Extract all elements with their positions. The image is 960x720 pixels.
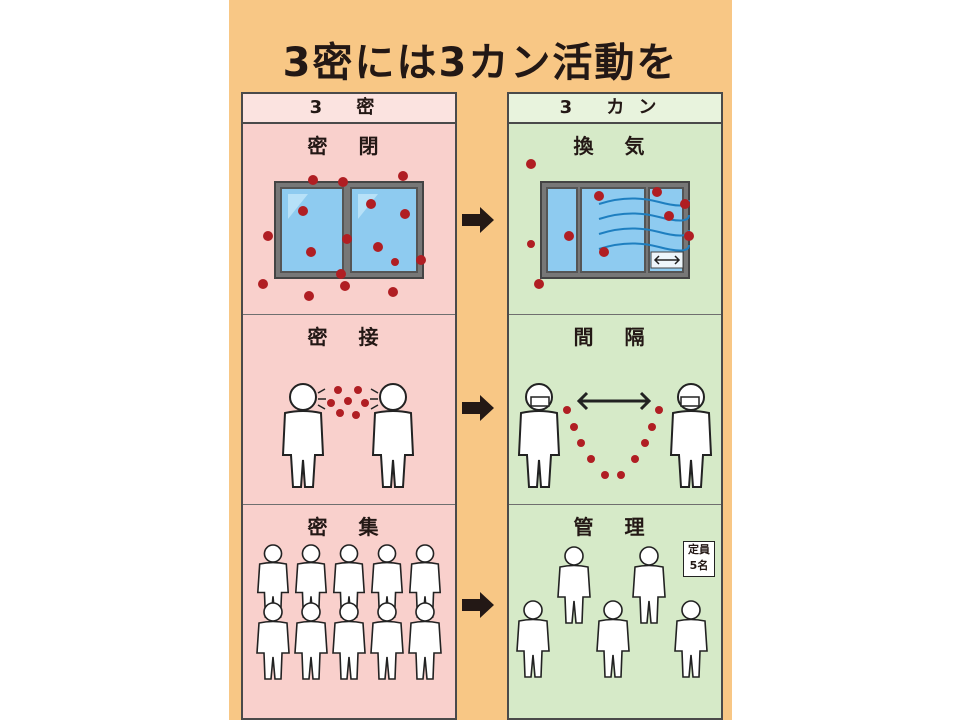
three-kan-header: 3 カン: [509, 94, 721, 124]
person-icon: [516, 600, 550, 678]
person-icon: [557, 546, 591, 624]
arrow-right-icon: [462, 207, 494, 233]
panel-crowding: 密 集: [243, 504, 455, 719]
three-kan-column: 3 カン 換 気: [507, 92, 723, 720]
panel-closed-space: 密 閉: [243, 124, 455, 314]
person-icon: [408, 602, 442, 680]
panel-title-management: 管 理: [573, 515, 657, 539]
three-mitsu-header: 3 密: [243, 94, 455, 124]
closed-window-illustration: [258, 171, 426, 301]
capacity-sign-label: 定員: [688, 543, 710, 556]
panel-close-contact: 密 接: [243, 314, 455, 505]
poster: 3密には3カン活動を 3 密 密 閉: [229, 0, 732, 720]
poster-title: 3密には3カン活動を: [282, 40, 679, 86]
virus-icons: [327, 386, 369, 419]
close-contact-illustration: [281, 383, 415, 488]
person-icon: [332, 602, 366, 680]
person-icon: [256, 544, 290, 618]
capacity-sign: 定員 5名: [683, 541, 715, 577]
panel-distancing: 間 隔: [509, 314, 721, 505]
panel-title-crowding: 密 集: [307, 515, 391, 539]
person-icon: [294, 544, 328, 618]
panel-ventilation: 換 気: [509, 124, 721, 314]
open-window-illustration: [526, 159, 694, 289]
mask-icon: [680, 396, 700, 407]
panel-title-closed-space: 密 閉: [307, 134, 391, 158]
panel-title-distancing: 間 隔: [573, 325, 657, 349]
person-icon: [370, 602, 404, 680]
capacity-sign-count: 5名: [689, 559, 709, 572]
arrow-right-icon: [462, 592, 494, 618]
crowd-illustration: [256, 544, 442, 680]
virus-icons: [258, 171, 426, 301]
person-icon: [674, 600, 708, 678]
three-mitsu-column: 3 密 密 閉 密 接: [241, 92, 457, 720]
virus-icons: [563, 406, 663, 479]
distance-arrow-icon: [576, 391, 652, 411]
mask-icon: [530, 396, 550, 407]
person-icon: [596, 600, 630, 678]
panel-title-close-contact: 密 接: [307, 325, 391, 349]
virus-icons: [526, 159, 694, 289]
person-icon: [256, 602, 290, 680]
person-icon: [632, 546, 666, 624]
person-icon: [294, 602, 328, 680]
person-icon: [408, 544, 442, 618]
distancing-illustration: [517, 383, 713, 488]
panel-management: 管 理 定員 5名: [509, 504, 721, 719]
managed-people-illustration: [516, 546, 708, 678]
arrow-right-icon: [462, 395, 494, 421]
panel-title-ventilation: 換 気: [573, 134, 657, 158]
person-icon: [370, 544, 404, 618]
